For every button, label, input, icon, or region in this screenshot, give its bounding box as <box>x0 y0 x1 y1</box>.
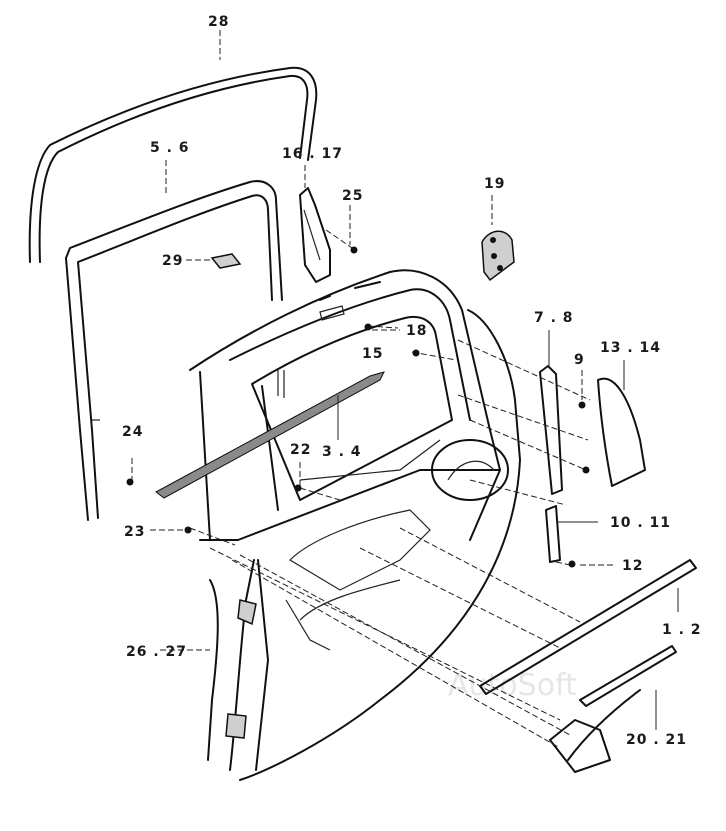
callout-16-17: 16 . 17 <box>282 146 343 162</box>
callout-1-2: 1 . 2 <box>662 622 702 638</box>
callout-13-14: 13 . 14 <box>600 340 661 356</box>
part-10-11-lower-guide <box>545 505 598 563</box>
watermark: AutoSoft <box>448 668 577 703</box>
callout-10-11: 10 . 11 <box>610 515 671 531</box>
callout-3-4: 3 . 4 <box>322 444 362 460</box>
callout-29: 29 <box>162 253 183 269</box>
part-5-6-glass-run-channel <box>65 180 283 521</box>
callout-25: 25 <box>342 188 363 204</box>
fastener-dots <box>126 246 590 568</box>
sash-detail <box>319 281 381 301</box>
callout-28: 28 <box>208 14 229 30</box>
callout-26-27: 26 . 27 <box>126 644 187 660</box>
callout-9: 9 <box>574 352 585 368</box>
part-26-27-hinge-strip <box>207 579 257 761</box>
callout-19: 19 <box>484 176 505 192</box>
part-20-21-regulator <box>549 645 677 773</box>
callout-5-6: 5 . 6 <box>150 140 190 156</box>
part-1-2-channel <box>479 559 697 695</box>
callout-23: 23 <box>124 524 145 540</box>
callout-24: 24 <box>122 424 143 440</box>
part-29-clip <box>210 253 242 269</box>
door-shell <box>189 269 521 781</box>
callout-15: 15 <box>362 346 383 362</box>
callout-labels: 28 5 . 6 16 . 17 25 19 29 18 15 7 . 8 9 … <box>122 14 702 748</box>
callout-20-21: 20 . 21 <box>626 732 687 748</box>
part-28-weatherstrip <box>28 66 318 263</box>
callout-12: 12 <box>622 558 643 574</box>
explosion-lines <box>131 30 614 749</box>
callout-18: 18 <box>406 323 427 339</box>
part-16-17-quarter-glass <box>277 187 331 398</box>
part-3-4-belt-moulding <box>155 371 385 499</box>
part-19-bracket <box>481 230 515 282</box>
part-7-8-guide-rail <box>539 330 563 495</box>
callout-22: 22 <box>290 442 311 458</box>
part-13-14-trim-panel <box>597 360 646 487</box>
callout-7-8: 7 . 8 <box>534 310 574 326</box>
